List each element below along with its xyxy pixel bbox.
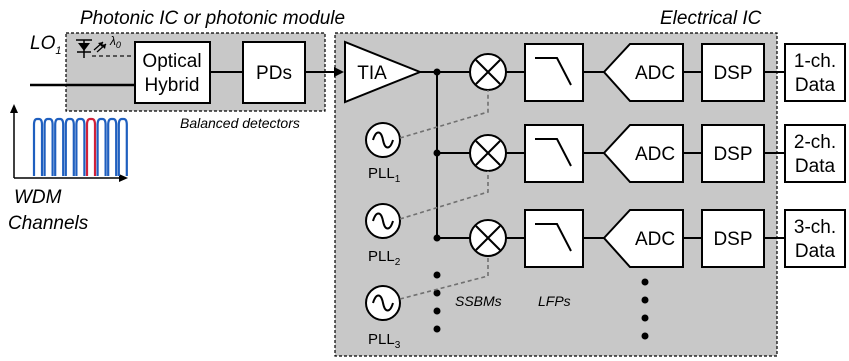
balanced-detectors-label: Balanced detectors [180,115,300,131]
optical-hybrid-label-2: Hybrid [145,75,200,96]
lowpass-filter-1 [524,43,584,102]
pll-1 [365,122,401,158]
wdm-channel [32,117,44,176]
adc-label-1: ADC [635,63,675,84]
mixer-2 [469,134,507,172]
ellipsis-dot [641,332,649,340]
wdm-channel [96,117,107,176]
mixer-1 [469,53,507,91]
data-output-1-line1: 1-ch. [794,51,836,72]
lo-label: LO1 [30,33,61,57]
ellipsis-dot [433,271,441,279]
wdm-channel [117,117,128,176]
dsp-block-3 [701,209,765,268]
pll-1-to-mixer-1 [399,90,489,139]
data-output-3-line2: Data [795,241,836,262]
wdm-selected-channel [85,117,97,176]
optical-hybrid-label-1: Optical [142,51,201,72]
ellipsis-dot [641,278,649,286]
optical-hybrid-block [134,41,211,104]
mixer-3 [469,219,507,257]
ellipsis-dot [641,314,649,322]
adc-label-2: ADC [635,144,675,165]
lowpass-filter-2 [524,124,584,183]
pll-2-to-mixer-2 [399,171,489,220]
ellipsis-dot [433,307,441,315]
wdm-channel [43,117,54,176]
ssbms-label: SSBMs [455,293,502,309]
pll-3-to-mixer-3 [399,256,489,300]
data-output-3-line1: 3-ch. [794,217,836,238]
data-output-1-line2: Data [795,75,836,96]
dsp-label-3: DSP [713,229,752,250]
adc-label-3: ADC [635,229,675,250]
pll-2 [365,203,401,239]
photonic-region-label: Photonic IC or photonic module [80,8,345,29]
ellipsis-dot [641,296,649,304]
wdm-channel [64,117,75,176]
data-output-2-line1: 2-ch. [794,132,836,153]
wdm-channel [75,117,86,176]
wdm-label-2: Channels [8,213,89,234]
lowpass-filter-3 [524,209,584,268]
pll-2-label: PLL2 [368,248,401,268]
data-output-2 [784,124,846,183]
tia-label: TIA [357,63,387,84]
wdm-channel [107,117,118,176]
pll-3 [365,285,401,321]
pll-1-label: PLL1 [368,165,401,185]
dsp-label-1: DSP [713,63,752,84]
wdm-label-1: WDM [14,187,62,208]
wdm-channel [54,117,65,176]
tia-block [344,40,423,104]
ellipsis-dot [433,289,441,297]
data-output-1 [784,43,846,102]
pds-to-tia-arrowhead [334,67,344,77]
pll-3-label: PLL3 [368,331,401,351]
lambda-label: λ0 [109,34,121,50]
pds-label: PDs [256,63,292,84]
ellipsis-dot [433,325,441,333]
wdm-spectrum-inset [10,104,128,182]
electrical-region-label: Electrical IC [660,8,762,29]
data-output-2-line2: Data [795,156,836,177]
laser-diode-icon [76,39,107,58]
lfps-label: LFPs [538,293,571,309]
data-output-3 [784,209,846,268]
pds-block [242,41,306,104]
dsp-label-2: DSP [713,144,752,165]
